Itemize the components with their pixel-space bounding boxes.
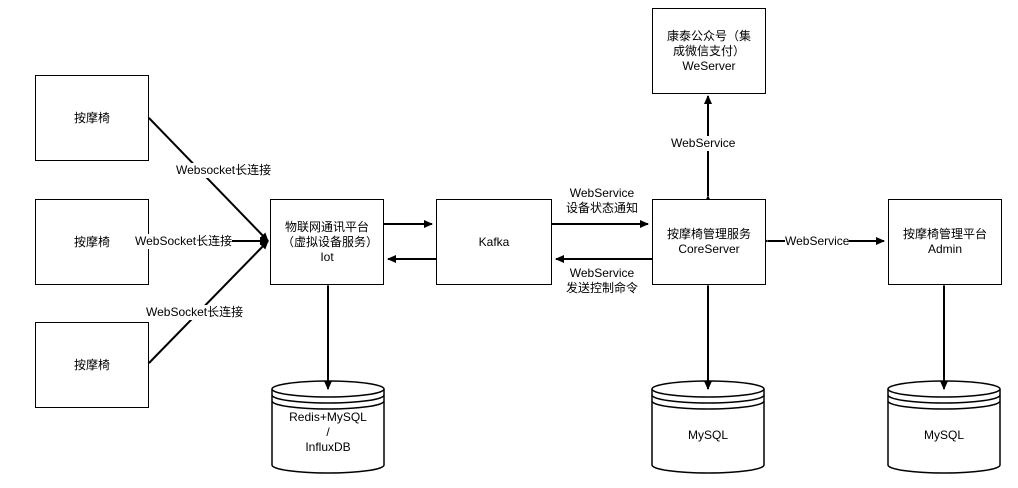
iot-db-label: Redis+MySQL / InfluxDB (289, 410, 367, 454)
edge-label-core-admin: WebService (785, 234, 850, 249)
edge-label-core-weserver: WebService (671, 136, 736, 151)
weserver-label: 康泰公众号（集成微信支付） WeServer (667, 28, 752, 73)
chair-bottom-node: 按摩椅 (35, 322, 149, 408)
chair-top-label: 按摩椅 (73, 110, 110, 125)
core-db-label: MySQL (687, 428, 728, 442)
edge-label-core-to-kafka: WebService 发送控制命令 (565, 266, 638, 295)
iot-label: 物联网通讯平台（虚拟设备服务）Iot (281, 219, 372, 264)
chair-mid-node: 按摩椅 (35, 199, 149, 285)
admin-db-label: MySQL (923, 428, 964, 442)
chair-bottom-label: 按摩椅 (73, 357, 110, 372)
core-db-cylinder (651, 380, 765, 474)
core-node: 按摩椅管理服务 CoreServer (652, 199, 766, 285)
kafka-label: Kafka (478, 234, 510, 249)
admin-node: 按摩椅管理平台 Admin (888, 199, 1002, 285)
edge-chair-top-iot (140, 109, 269, 242)
admin-db-cylinder (887, 380, 1001, 474)
edge-chair-bottom-iot (140, 240, 269, 372)
edge-label-ws-bottom: WebSocket长连接 (146, 305, 244, 320)
weserver-node: 康泰公众号（集成微信支付） WeServer (652, 8, 766, 94)
edge-label-ws-top: Websocket长连接 (176, 163, 272, 178)
chair-mid-label: 按摩椅 (73, 234, 110, 249)
edge-label-kafka-to-core: WebService 设备状态通知 (565, 186, 638, 215)
kafka-node: Kafka (436, 199, 552, 285)
core-label: 按摩椅管理服务 CoreServer (666, 227, 751, 256)
chair-top-node: 按摩椅 (35, 75, 149, 161)
edge-label-ws-mid: WebSocket长连接 (135, 234, 233, 249)
admin-label: 按摩椅管理平台 Admin (902, 227, 987, 256)
iot-node: 物联网通讯平台（虚拟设备服务）Iot (270, 199, 384, 285)
